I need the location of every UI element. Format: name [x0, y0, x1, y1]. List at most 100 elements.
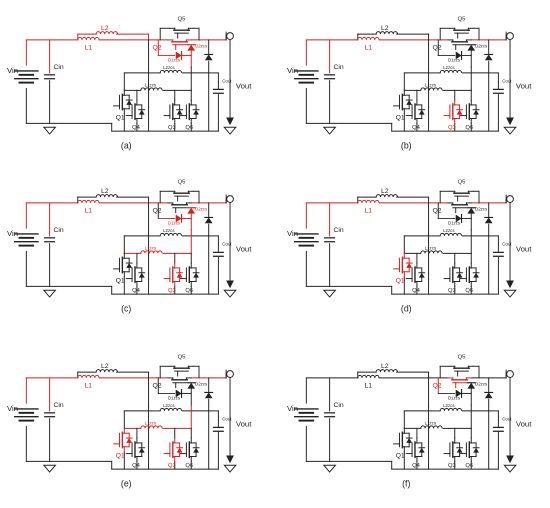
inductor-icon — [375, 194, 399, 198]
label-q5: Q5 — [178, 180, 186, 186]
inductor-icon — [420, 87, 443, 91]
mosfet-icon — [169, 27, 194, 39]
diode-icon — [175, 213, 183, 223]
arrow-icon — [226, 39, 234, 126]
mosfet-icon — [167, 202, 192, 214]
output-terminal-icon — [226, 195, 234, 203]
mosfet-icon — [180, 437, 200, 462]
capacitor-icon — [324, 74, 336, 80]
mosfet-icon — [443, 99, 463, 124]
label-q5: Q5 — [458, 355, 466, 361]
label-vout: Vout — [236, 244, 252, 253]
label-q3: Q3 — [168, 125, 176, 131]
ground-icon — [42, 126, 57, 135]
label-l1: L1 — [85, 208, 93, 215]
label-q3: Q3 — [448, 288, 456, 294]
inductor-icon — [375, 369, 399, 373]
label-vin: Vin — [7, 229, 18, 238]
arrow-icon — [226, 377, 234, 464]
mosfet-icon — [393, 89, 413, 115]
inductor-icon — [159, 232, 183, 236]
label-cout: Cout — [502, 79, 512, 84]
output-terminal-icon — [506, 32, 514, 40]
diode-icon — [204, 53, 214, 61]
label-l2: L2 — [101, 188, 109, 195]
mosfet-icon — [167, 39, 192, 51]
capacitor-icon — [492, 426, 504, 432]
label-d1zcs: D1zcs — [168, 57, 181, 62]
label-l1: L1 — [365, 383, 373, 390]
mosfet-icon — [180, 262, 200, 287]
battery-icon — [14, 408, 39, 422]
battery-icon — [294, 408, 319, 422]
label-q6: Q6 — [465, 288, 473, 294]
label-cin: Cin — [334, 64, 344, 71]
mosfet-icon — [113, 427, 133, 453]
label-l2zcs: L2zcs — [443, 65, 455, 70]
label-vin: Vin — [287, 229, 298, 238]
mosfet-icon — [460, 262, 480, 287]
battery-icon — [294, 233, 319, 247]
panel-caption: (d) — [401, 304, 412, 314]
label-q4: Q4 — [132, 463, 141, 469]
label-l2: L2 — [101, 363, 109, 370]
inductor-icon — [375, 31, 399, 35]
mosfet-icon — [125, 437, 146, 462]
diode-icon — [186, 207, 196, 214]
label-q3: Q3 — [168, 288, 176, 294]
mosfet-icon — [443, 262, 463, 287]
output-terminal-icon — [226, 32, 234, 40]
label-q6: Q6 — [465, 125, 473, 131]
diode-icon — [455, 50, 463, 60]
label-q3: Q3 — [168, 463, 176, 469]
label-vin: Vin — [7, 404, 18, 413]
label-d1zcs: D1zcs — [448, 57, 461, 62]
inductor-icon — [140, 87, 163, 91]
mosfet-icon — [163, 262, 183, 287]
inductor-icon — [77, 374, 100, 379]
mosfet-icon — [405, 262, 426, 287]
capacitor-icon — [212, 426, 224, 432]
mosfet-icon — [180, 99, 200, 124]
mosfet-icon — [125, 262, 146, 287]
mosfet-icon — [393, 427, 413, 453]
label-l2: L2 — [381, 25, 389, 32]
inductor-icon — [357, 199, 380, 204]
label-l2: L2 — [381, 363, 389, 370]
mosfet-icon — [125, 99, 146, 124]
inductor-icon — [95, 31, 119, 35]
panel-caption: (e) — [121, 479, 132, 489]
ground-icon — [223, 289, 237, 298]
panel-caption: (a) — [121, 141, 132, 151]
label-l1zcs: L1zcs — [145, 82, 157, 87]
label-q3: Q3 — [448, 463, 456, 469]
label-l2: L2 — [101, 25, 109, 32]
label-q5: Q5 — [178, 355, 186, 361]
capacitor-icon — [324, 237, 336, 243]
label-vin: Vin — [287, 404, 298, 413]
label-d1zcs: D1zcs — [168, 220, 181, 225]
label-q5: Q5 — [178, 17, 186, 23]
label-l1zcs: L1zcs — [145, 420, 157, 425]
mosfet-icon — [443, 437, 463, 462]
label-q1: Q1 — [116, 114, 125, 121]
label-l2zcs: L2zcs — [443, 228, 455, 233]
label-cin: Cin — [334, 227, 344, 234]
diode-icon — [466, 382, 476, 389]
capacitor-icon — [212, 251, 224, 257]
mosfet-icon — [169, 190, 194, 202]
ground-icon — [322, 464, 337, 473]
label-l1: L1 — [85, 383, 93, 390]
label-cout: Cout — [222, 417, 232, 422]
diode-icon — [466, 207, 476, 214]
inductor-icon — [95, 369, 119, 373]
label-l2zcs: L2zcs — [443, 403, 455, 408]
diode-icon — [455, 213, 463, 223]
diode-icon — [186, 382, 196, 389]
inductor-icon — [140, 250, 163, 254]
inductor-icon — [439, 407, 463, 411]
label-q4: Q4 — [412, 463, 421, 469]
